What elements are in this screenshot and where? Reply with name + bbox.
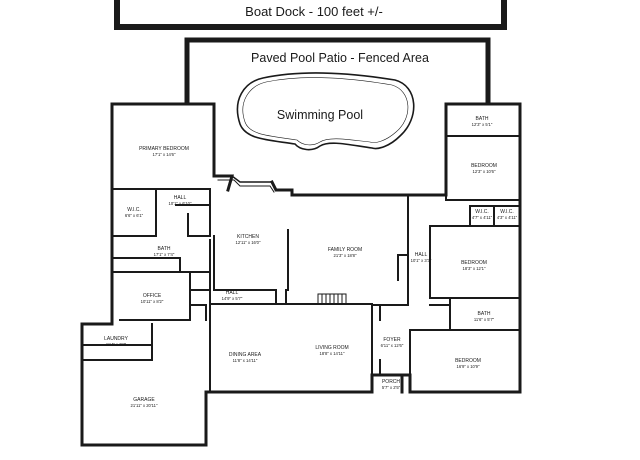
foyer-dims: 6'11" x 12'6" [381, 343, 404, 348]
room-bath-primary: BATH 17'1" x 7'4" [154, 246, 175, 257]
office-name: OFFICE [143, 293, 162, 299]
wic-primary-name: W.I.C. [127, 207, 141, 213]
hall-center-dims: 14'9" x 5'7" [222, 296, 243, 301]
dining-area-dims: 11'8" x 14'11" [233, 358, 258, 363]
bath-primary-dims: 17'1" x 7'4" [154, 252, 175, 257]
laundry-name: LAUNDRY [104, 336, 128, 342]
room-primary-bedroom: PRIMARY BEDROOM 17'1" x 14'6" [139, 146, 189, 157]
walls [80, 102, 522, 447]
bath-se-dims: 11'6" x 5'7" [474, 317, 495, 322]
office-dims: 10'11" x 8'2" [141, 299, 164, 304]
bedroom-e-dims: 18'3" x 12'1" [463, 266, 486, 271]
porch-dims: 5'7" x 2'5" [382, 385, 401, 390]
wic-b-name: W.I.C. [500, 209, 514, 215]
dining-area-name: DINING AREA [229, 352, 262, 358]
garage-name: GARAGE [133, 397, 155, 403]
room-bedroom-ne: BEDROOM 12'3" x 10'6" [471, 163, 497, 174]
primary-bedroom-dims: 17'1" x 14'6" [153, 152, 176, 157]
room-kitchen: KITCHEN 12'11" x 16'0" [236, 234, 261, 245]
wic-primary-dims: 6'6" x 6'1" [125, 213, 144, 218]
room-garage: GARAGE 21'11" x 20'11" [130, 397, 158, 408]
room-porch: PORCH 5'7" x 2'5" [382, 379, 401, 390]
foyer-name: FOYER [383, 337, 401, 343]
room-hall-center: HALL 14'9" x 5'7" [222, 290, 243, 301]
room-living-room: LIVING ROOM 18'8" x 14'11" [315, 345, 348, 356]
room-wic-primary: W.I.C. 6'6" x 6'1" [125, 207, 144, 218]
patio-label: Paved Pool Patio - Fenced Area [251, 51, 429, 65]
room-hall-east: HALL 10'1" x 3'3" [411, 252, 432, 263]
bedroom-se-dims: 16'9" x 10'9" [457, 364, 480, 369]
kitchen-dims: 12'11" x 16'0" [236, 240, 261, 245]
wic-b-dims: 4'3" x 4'11" [497, 215, 518, 220]
living-room-dims: 18'8" x 14'11" [320, 351, 345, 356]
room-bath-se: BATH 11'6" x 5'7" [474, 311, 495, 322]
hall-east-name: HALL [415, 252, 428, 258]
garage-dims: 21'11" x 20'11" [130, 403, 158, 408]
primary-bedroom-name: PRIMARY BEDROOM [139, 146, 189, 152]
room-foyer: FOYER 6'11" x 12'6" [381, 337, 404, 348]
room-wic-b: W.I.C. 4'3" x 4'11" [497, 209, 518, 220]
bath-se-name: BATH [478, 311, 491, 317]
room-bath-ne: BATH 12'3" x 5'1" [472, 116, 493, 127]
hall-east-dims: 10'1" x 3'3" [411, 258, 432, 263]
wic-a-name: W.I.C. [475, 209, 489, 215]
hall-center-name: HALL [226, 290, 239, 296]
family-room-dims: 21'3" x 18'8" [334, 253, 357, 258]
bedroom-se-name: BEDROOM [455, 358, 481, 364]
bedroom-ne-dims: 12'3" x 10'6" [473, 169, 496, 174]
living-room-name: LIVING ROOM [315, 345, 348, 351]
room-labels: PRIMARY BEDROOM 17'1" x 14'6" W.I.C. 6'6… [104, 116, 518, 408]
boat-dock-label: Boat Dock - 100 feet +/- [245, 4, 383, 19]
room-family-room: FAMILY ROOM 21'3" x 18'8" [328, 247, 362, 258]
room-wic-a: W.I.C. 4'7" x 4'11" [472, 209, 493, 220]
bedroom-e-name: BEDROOM [461, 260, 487, 266]
swimming-pool: Swimming Pool [236, 72, 415, 151]
bath-ne-dims: 12'3" x 5'1" [472, 122, 493, 127]
room-bedroom-e: BEDROOM 18'3" x 12'1" [461, 260, 487, 271]
room-office: OFFICE 10'11" x 8'2" [141, 293, 164, 304]
hall-primary-name: HALL [174, 195, 187, 201]
room-dining-area: DINING AREA 11'8" x 14'11" [229, 352, 262, 363]
room-hall-primary: HALL 10'1" x 6'10" [169, 195, 192, 206]
room-bedroom-se: BEDROOM 16'9" x 10'9" [455, 358, 481, 369]
family-room-name: FAMILY ROOM [328, 247, 362, 253]
pool-label: Swimming Pool [277, 108, 363, 122]
wic-a-dims: 4'7" x 4'11" [472, 215, 493, 220]
porch-name: PORCH [382, 379, 400, 385]
bath-ne-name: BATH [476, 116, 489, 122]
laundry-dims: 11'4" x 6'8" [106, 342, 127, 347]
pool-patio: Paved Pool Patio - Fenced Area [184, 37, 491, 104]
bath-primary-name: BATH [158, 246, 171, 252]
boat-dock: Boat Dock - 100 feet +/- [114, 0, 507, 30]
bedroom-ne-name: BEDROOM [471, 163, 497, 169]
kitchen-name: KITCHEN [237, 234, 259, 240]
room-laundry: LAUNDRY 11'4" x 6'8" [104, 336, 128, 347]
hall-primary-dims: 10'1" x 6'10" [169, 201, 192, 206]
